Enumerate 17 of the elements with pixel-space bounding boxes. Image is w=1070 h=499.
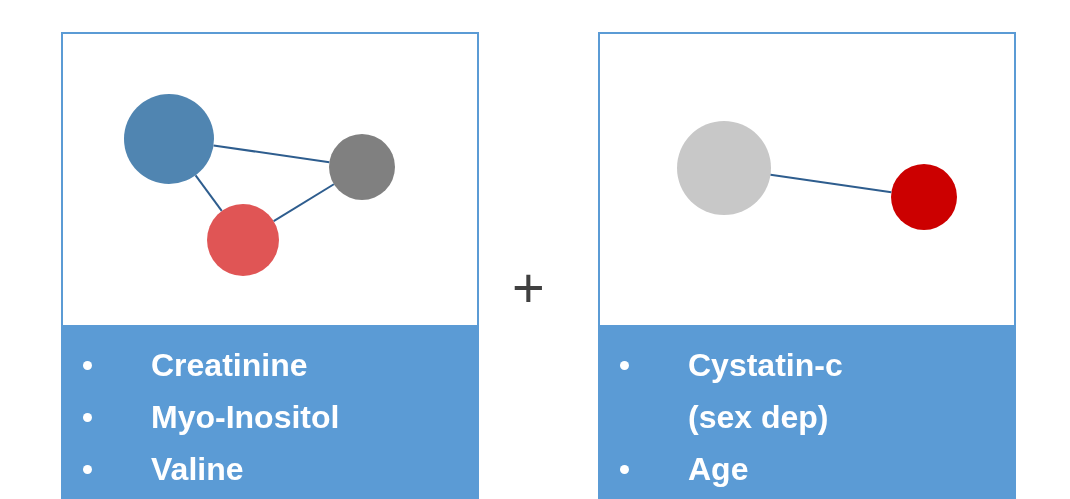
circle-node: [207, 204, 279, 276]
connector-line: [769, 173, 893, 194]
circle-node: [677, 121, 771, 215]
connector-line: [194, 174, 223, 212]
connector-line: [272, 183, 335, 223]
circle-node: [124, 94, 214, 184]
list-item: Myo-Inositol: [151, 391, 340, 443]
list-item: Age: [688, 443, 749, 495]
plus-sign: +: [512, 258, 545, 318]
list-item: Valine: [151, 443, 244, 495]
list-item: Cystatin-c (sex dep): [688, 339, 888, 443]
panel-card: [598, 32, 1016, 499]
list-item: Creatinine: [151, 339, 308, 391]
connector-line: [212, 144, 331, 164]
circle-node: [891, 164, 957, 230]
circle-node: [329, 134, 395, 200]
panel-card: [61, 32, 479, 499]
